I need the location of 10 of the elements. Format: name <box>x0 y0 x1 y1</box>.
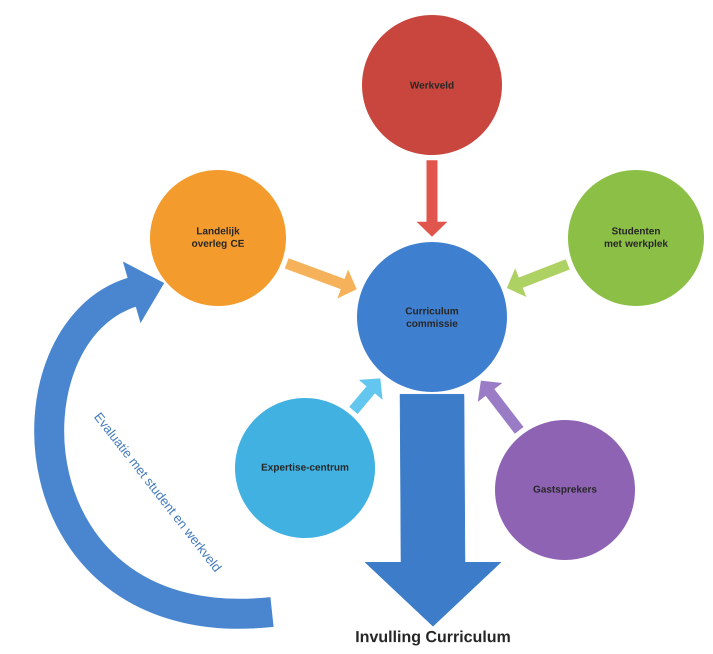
circle-node: Gastsprekers <box>495 420 635 560</box>
circle-node: Curriculum commissie <box>357 242 507 392</box>
circle-node: Studenten met werkplek <box>568 170 704 306</box>
circle-node: Landelijk overleg CE <box>150 170 286 306</box>
block-arrow <box>364 394 502 627</box>
block-arrow <box>478 380 524 434</box>
result-label: Invulling Curriculum <box>356 630 510 646</box>
circle-node: Werkveld <box>362 15 502 155</box>
curved-arrow <box>34 262 272 628</box>
circle-node: Expertise-centrum <box>235 398 375 538</box>
